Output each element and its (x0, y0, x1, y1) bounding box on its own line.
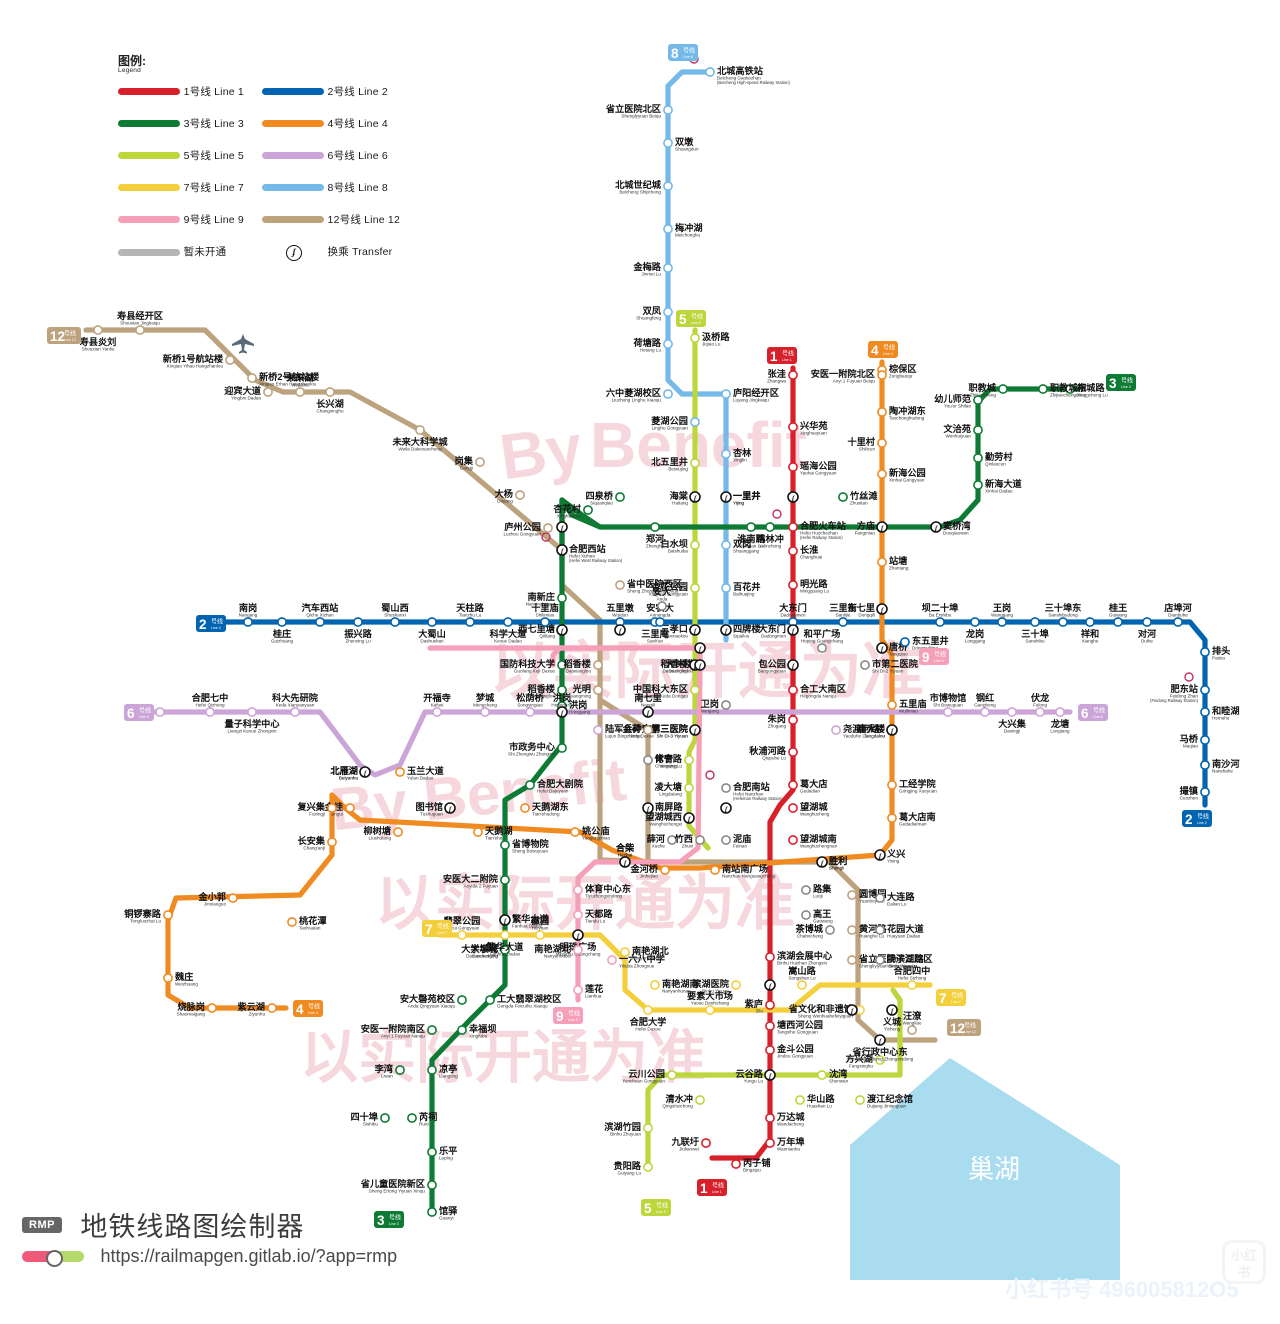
legend-title: 图例: Legend (118, 54, 146, 74)
legend-label-line-4: 4号线 Line 4 (327, 117, 388, 130)
line-7-path (437, 932, 933, 1013)
line-5-path (686, 327, 711, 851)
brand-title: 地铁线路图绘制器 (80, 1212, 305, 1242)
chaohu-lake-shape (850, 1058, 1120, 1280)
legend-swatch-line-12 (261, 210, 328, 242)
legend-label-line-12: 12号线 Line 12 (327, 213, 400, 226)
legend-bar-line-8 (261, 184, 324, 192)
legend-swatch-line-1 (118, 82, 184, 114)
rmp-badge: RMP (22, 1216, 62, 1233)
airport-icon (232, 334, 254, 354)
transfer-icon: ʄ (285, 245, 302, 262)
line-1-path (709, 365, 796, 1161)
legend-swatch-line-2 (261, 82, 328, 114)
legend-label-transfer: 换乘 Transfer (327, 246, 393, 259)
legend-swatch-line-9 (118, 210, 184, 242)
legend-swatch-line-7 (118, 178, 184, 210)
line-6-path (145, 709, 1073, 778)
brand-url[interactable]: https://railmapgen.gitlab.io/?app=rmp (100, 1246, 398, 1266)
legend-label-line-3: 3号线 Line 3 (183, 117, 244, 130)
brand-footer: RMP 地铁线路图绘制器 https://railmapgen.gitlab.i… (22, 1205, 397, 1267)
xhs-badge: 小红书 (1222, 1240, 1266, 1284)
legend-bar-line-9 (118, 216, 180, 224)
legend: 图例: Legend 1号线 Line 1 2号线 Line 2 3号线 Line … (118, 55, 418, 275)
legend-swatch-line-6 (261, 146, 328, 178)
legend-bar-line-6 (261, 152, 324, 160)
lake-label: 巢湖 (968, 1154, 1020, 1184)
legend-bar-line-7 (118, 184, 180, 192)
legend-bar-not-open (118, 248, 180, 256)
legend-swatch-not-open (118, 242, 184, 275)
legend-label-line-5: 5号线 Line 5 (183, 149, 244, 162)
legend-swatch-line-4 (261, 114, 328, 146)
line-2-path (217, 619, 1208, 808)
legend-table: 1号线 Line 1 2号线 Line 2 3号线 Line 3 4号线 Line 4… (118, 82, 418, 275)
legend-label-line-7: 7号线 Line 7 (183, 181, 244, 194)
legend-label-line-6: 6号线 Line 6 (327, 149, 388, 162)
legend-bar-line-12 (261, 216, 324, 224)
legend-label-not-open: 暂未开通 (183, 246, 227, 259)
legend-transfer-icon: ʄ (262, 242, 328, 275)
line-12-mid (597, 617, 651, 863)
line-5-south (645, 987, 903, 1170)
legend-swatch-line-8 (261, 178, 328, 210)
legend-label-line-1: 1号线 Line 1 (183, 85, 244, 98)
legend-swatch-line-3 (118, 114, 184, 146)
legend-bar-line-4 (261, 120, 324, 128)
legend-label-line-2: 2号线 Line 2 (327, 85, 388, 98)
line-4-north (609, 359, 895, 871)
legend-bar-line-3 (118, 120, 180, 128)
legend-label-line-9: 9号线 Line 9 (183, 213, 244, 226)
legend-label-line-8: 8号线 Line 8 (327, 181, 388, 194)
line-4-west (165, 792, 615, 1011)
legend-bar-line-2 (261, 88, 324, 96)
legend-bar-line-1 (118, 88, 180, 96)
brand-switch-icon (22, 1250, 84, 1267)
legend-swatch-line-5 (118, 146, 184, 178)
legend-bar-line-5 (118, 152, 180, 160)
